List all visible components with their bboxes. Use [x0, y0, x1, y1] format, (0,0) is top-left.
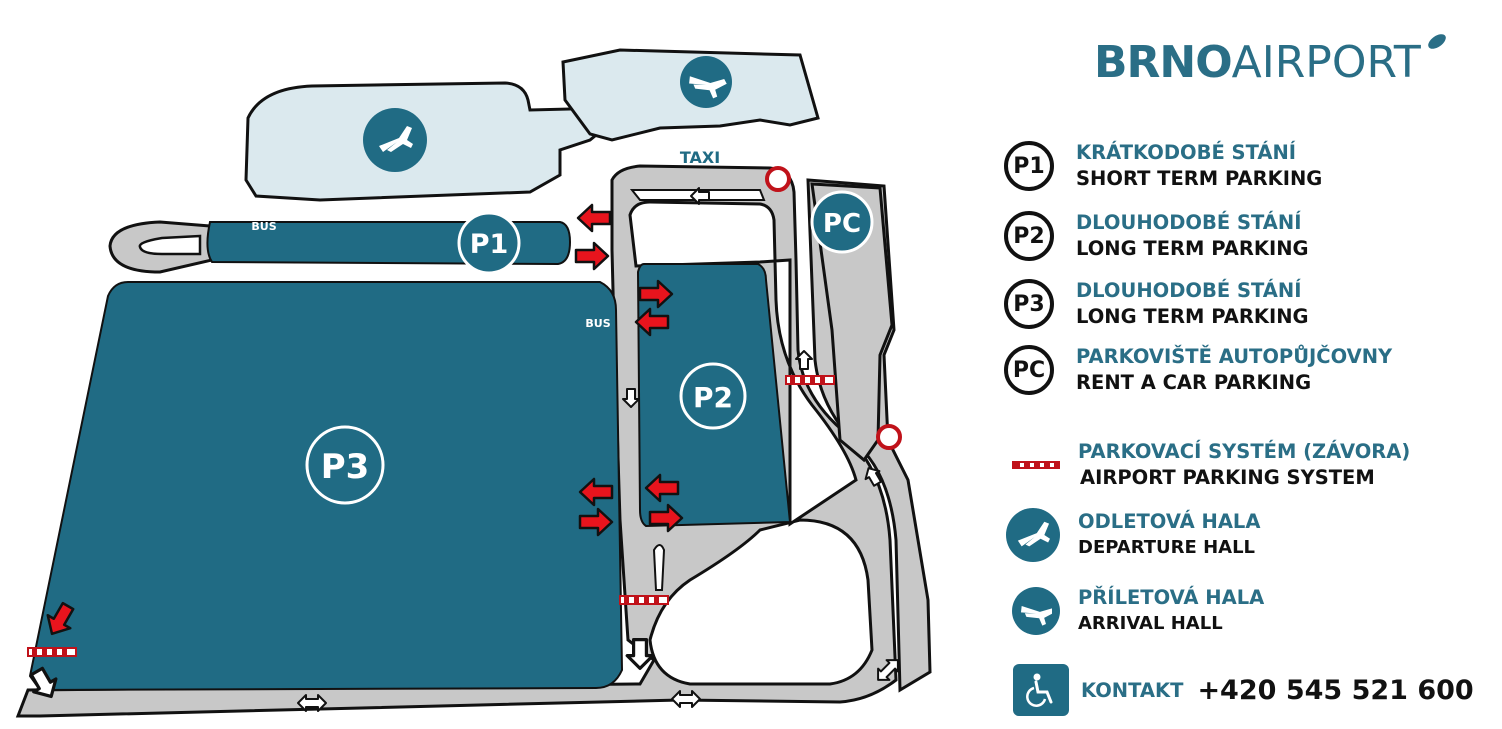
legend-departure-en: DEPARTURE HALL	[1078, 537, 1256, 558]
inner-road-island	[648, 518, 874, 686]
legend-item-contact: KONTAKT +420 545 521 600	[1013, 664, 1474, 716]
legend-item-departure: ODLETOVÁ HALA DEPARTURE HALL	[1006, 508, 1260, 562]
exit-arrow	[574, 241, 610, 271]
roundabout-marker	[765, 166, 791, 192]
p1-badge: P1	[1004, 141, 1054, 191]
svg-text:PC: PC	[823, 209, 861, 239]
roundabout-marker	[876, 424, 902, 450]
legend-pc-en: RENT A CAR PARKING	[1076, 371, 1312, 394]
legend-item-pc: PC PARKOVIŠTĚ AUTOPŮJČOVNY RENT A CAR PA…	[1004, 344, 1392, 396]
p3-badge: P3	[1004, 279, 1054, 329]
legend-item-arrival: PŘÍLETOVÁ HALA ARRIVAL HALL	[1012, 585, 1264, 637]
svg-text:P3: P3	[321, 447, 370, 487]
legend-barrier-en: AIRPORT PARKING SYSTEM	[1080, 466, 1375, 489]
p2-marker: P2	[679, 362, 747, 430]
contact-phone[interactable]: +420 545 521 600	[1197, 674, 1474, 706]
departure-terminal-building	[244, 81, 614, 202]
parking-barrier	[785, 375, 835, 385]
brno-airport-logo: BRNOAIRPORT	[1094, 31, 1449, 85]
legend-p1-en: SHORT TERM PARKING	[1076, 167, 1323, 190]
legend-item-p2: P2 DLOUHODOBÉ STÁNÍ LONG TERM PARKING	[1004, 210, 1309, 262]
svg-text:P2: P2	[693, 381, 733, 414]
legend-arrival-cz: PŘÍLETOVÁ HALA	[1078, 586, 1265, 609]
legend-item-barrier: PARKOVACÍ SYSTÉM (ZÁVORA) AIRPORT PARKIN…	[1012, 439, 1410, 491]
entry-arrow	[576, 203, 612, 233]
airplane-arrival-icon	[1012, 587, 1060, 635]
bus-stop-label-mid: BUS	[585, 317, 610, 330]
bus-stop-label-top: BUS	[251, 220, 276, 233]
legend-arrival-en: ARRIVAL HALL	[1078, 613, 1223, 634]
legend-item-p1: P1 KRÁTKODOBÉ STÁNÍ SHORT TERM PARKING	[1004, 140, 1322, 192]
airport-parking-map: BUS BUS TAXI P1 P2 P3 PC	[15, 48, 932, 718]
taxi-label: TAXI	[680, 148, 720, 167]
pc-marker: PC	[810, 190, 874, 254]
barrier-swatch	[1012, 461, 1060, 469]
legend-p2-cz: DLOUHODOBÉ STÁNÍ	[1076, 211, 1302, 234]
legend-departure-cz: ODLETOVÁ HALA	[1078, 510, 1261, 533]
legend-pc-cz: PARKOVIŠTĚ AUTOPŮJČOVNY	[1076, 345, 1393, 368]
parking-barrier	[27, 647, 77, 657]
pc-badge: PC	[1004, 345, 1054, 395]
p2-badge: P2	[1004, 211, 1054, 261]
svg-text:P1: P1	[470, 229, 509, 260]
legend-p2-en: LONG TERM PARKING	[1076, 237, 1309, 260]
logo-mark-icon	[1425, 31, 1449, 52]
legend-p1-cz: KRÁTKODOBÉ STÁNÍ	[1076, 141, 1297, 164]
contact-label: KONTAKT	[1081, 678, 1184, 702]
legend-item-p3: P3 DLOUHODOBÉ STÁNÍ LONG TERM PARKING	[1004, 278, 1309, 330]
p3-marker: P3	[305, 425, 385, 505]
parking-barrier	[619, 595, 669, 605]
airplane-departure-icon	[1006, 508, 1060, 562]
legend-p3-cz: DLOUHODOBÉ STÁNÍ	[1076, 279, 1302, 302]
wheelchair-icon	[1013, 664, 1069, 716]
legend-p3-en: LONG TERM PARKING	[1076, 305, 1309, 328]
p1-marker: P1	[457, 211, 521, 275]
legend-barrier-cz: PARKOVACÍ SYSTÉM (ZÁVORA)	[1078, 440, 1411, 463]
